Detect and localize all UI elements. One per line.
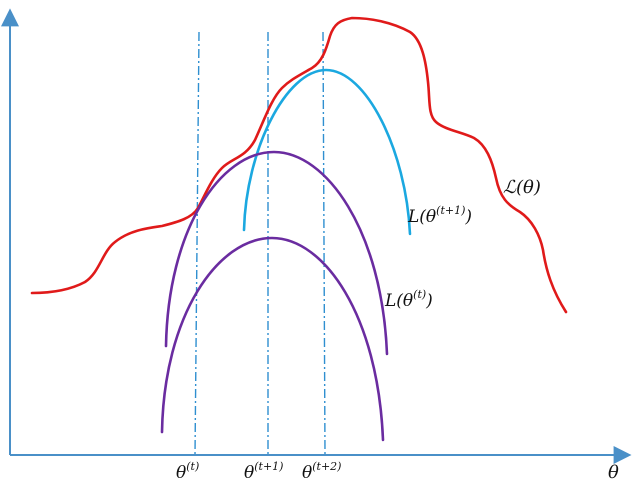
curve-lower-bound xyxy=(160,236,385,442)
marker-label-t2: θ(t+2) xyxy=(302,460,341,483)
label-upper-bound: L(θ(t+1)) xyxy=(407,204,472,227)
curve-lower-bound-upper xyxy=(164,150,389,356)
marker-line-t2 xyxy=(322,31,326,456)
curve-upper-bound xyxy=(242,68,412,236)
x-axis-label: θ xyxy=(608,462,619,483)
label-true-objective: ℒ(θ) xyxy=(503,177,541,198)
marker-label-t: θ(t) xyxy=(176,460,199,483)
marker-line-t xyxy=(194,31,200,456)
curve-true-objective xyxy=(30,16,568,314)
label-lower-bound: L(θ(t)) xyxy=(384,288,433,311)
marker-label-t1: θ(t+1) xyxy=(244,460,283,483)
